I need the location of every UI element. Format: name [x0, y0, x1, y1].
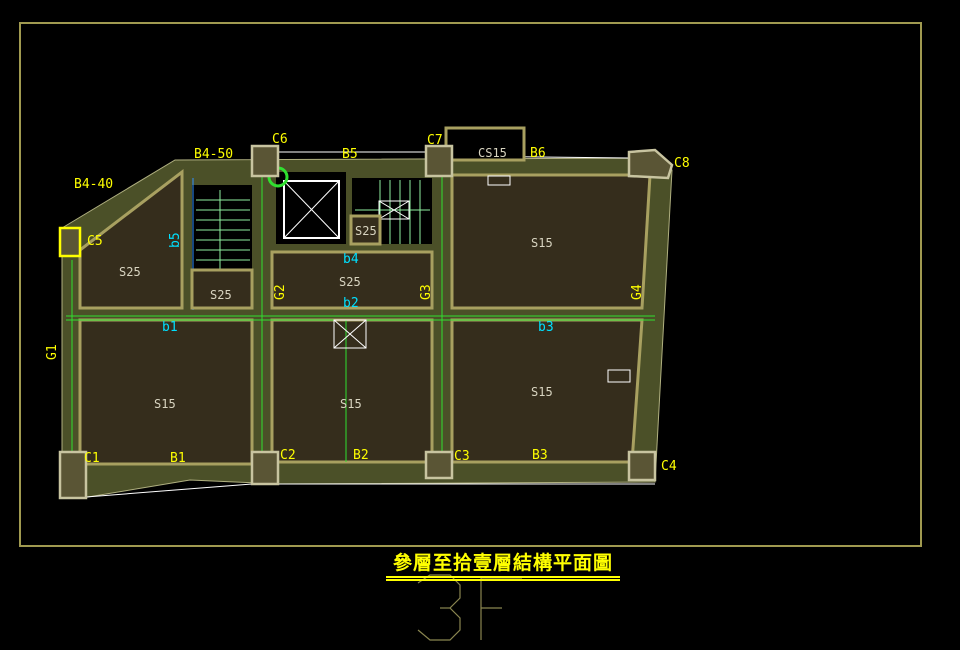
beam-detail-lines	[66, 160, 655, 480]
column-c7	[424, 144, 454, 178]
label-beam-b1: b1	[162, 320, 178, 335]
slab-s25-small	[190, 268, 254, 310]
stair-left	[192, 185, 252, 270]
edge-line	[85, 483, 253, 498]
label-b4-40: B4-40	[74, 177, 113, 192]
stair-right-treads	[355, 180, 430, 244]
label-c7: C7	[427, 133, 443, 148]
label-b5: B5	[342, 147, 358, 162]
label-b3: B3	[532, 448, 548, 463]
label-b1: B1	[170, 451, 186, 466]
label-c2: C2	[280, 448, 296, 463]
label-slab: S15	[154, 397, 176, 411]
label-c4: C4	[661, 459, 677, 474]
label-slab: S25	[355, 224, 377, 238]
label-g3: G3	[419, 284, 434, 300]
label-c3: C3	[454, 449, 470, 464]
stair-left-treads	[192, 178, 250, 310]
slab-s15-top-right	[450, 173, 652, 310]
label-slab: S15	[531, 385, 553, 399]
slab-cs15	[444, 126, 526, 162]
label-b2: B2	[353, 448, 369, 463]
label-b6: B6	[530, 146, 546, 161]
column-c5	[58, 226, 82, 258]
label-beam-b2: b2	[343, 296, 359, 311]
slab-s25-elevator	[349, 214, 382, 246]
slab-s25-center	[270, 250, 434, 310]
label-g4: G4	[630, 284, 645, 300]
drawing-title: 參層至拾壹層結構平面圖	[386, 550, 620, 581]
slab-s15-bottom-mid	[270, 318, 434, 464]
label-slab: CS15	[478, 146, 507, 160]
drawing-frame	[19, 22, 922, 547]
label-slab: S15	[340, 397, 362, 411]
column-c4	[627, 450, 657, 482]
column-c3	[424, 450, 454, 480]
slab-s25-left	[78, 168, 184, 310]
elevator-shaft	[276, 172, 346, 244]
label-slab: S25	[339, 275, 361, 289]
column-c1	[58, 450, 88, 500]
label-slab: S25	[210, 288, 232, 302]
label-c5: C5	[87, 234, 103, 249]
label-beam-b5: b5	[168, 232, 183, 248]
column-c8	[627, 148, 674, 180]
floor-mark-text: 3F	[0, 0, 2, 1]
label-beam-b3: b3	[538, 320, 554, 335]
column-c2	[250, 450, 280, 486]
label-c8: C8	[674, 156, 690, 171]
slab-s15-bottom-left	[78, 318, 254, 466]
label-b4-50: B4-50	[194, 147, 233, 162]
label-c1: C1	[84, 451, 100, 466]
label-c6: C6	[272, 132, 288, 147]
column-c6	[250, 144, 280, 178]
label-slab: S25	[119, 265, 141, 279]
elevator-icon	[283, 180, 340, 239]
label-g1: G1	[45, 344, 60, 360]
label-g2: G2	[273, 284, 288, 300]
label-beam-b4: b4	[343, 252, 359, 267]
label-slab: S15	[531, 236, 553, 250]
